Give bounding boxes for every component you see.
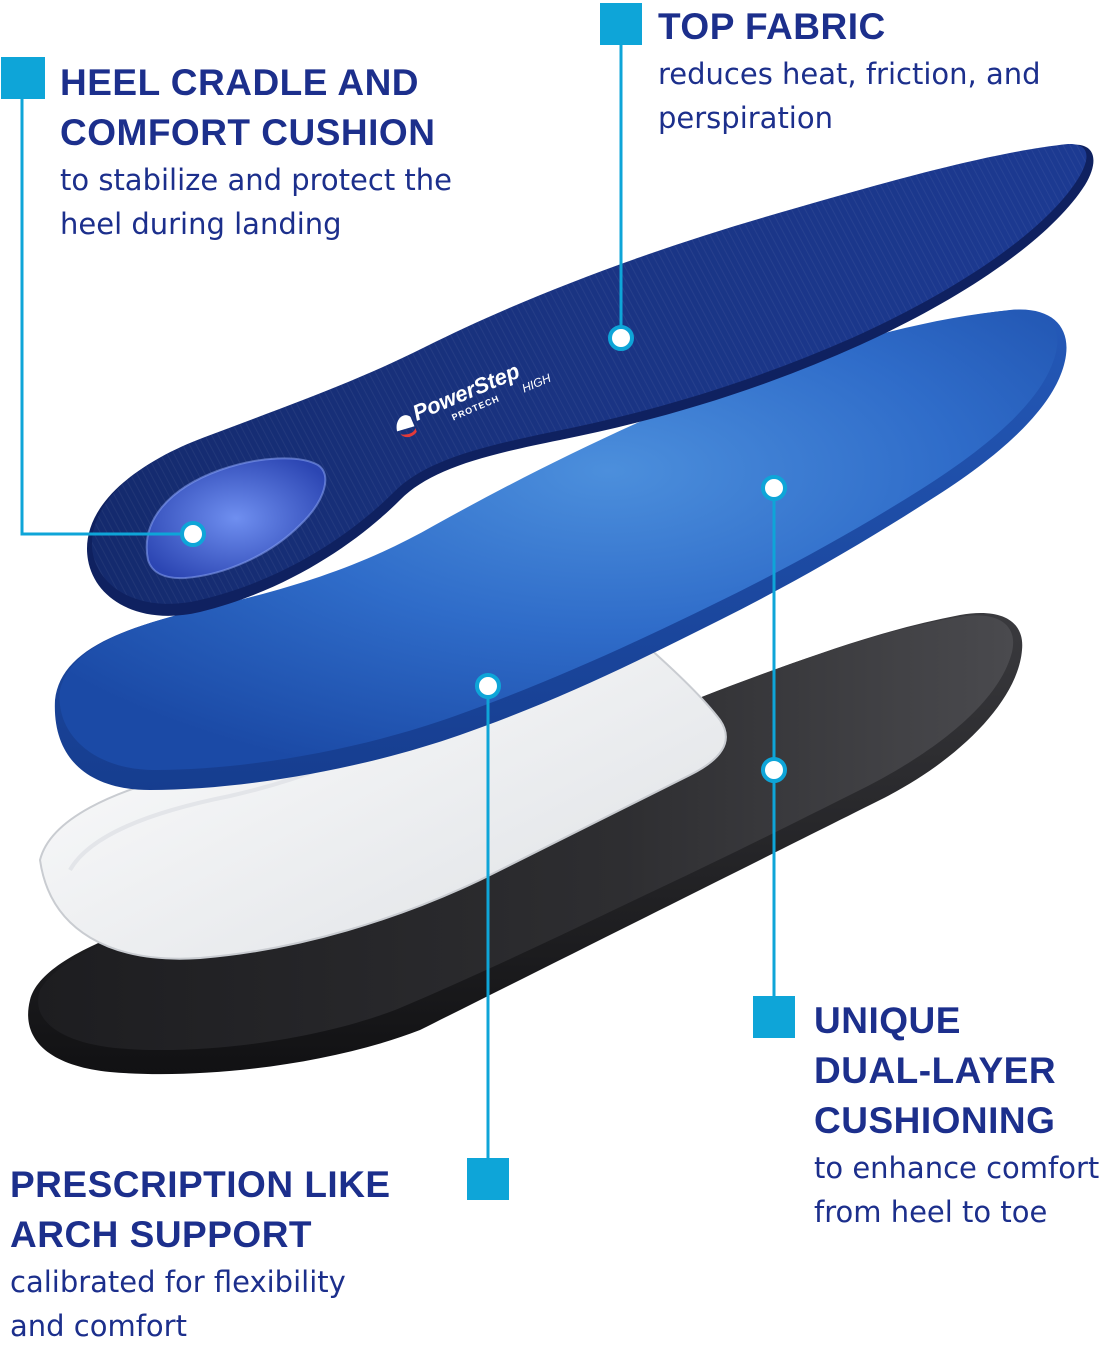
- heel-cradle-leader: [20, 72, 193, 536]
- top-fabric-weave: [91, 143, 1087, 604]
- leader-lines: [20, 28, 776, 1180]
- heel-cradle-square-marker: [1, 57, 45, 99]
- arch-support-title-line1: PRESCRIPTION LIKE: [10, 1164, 391, 1205]
- top-fabric-layer: [86, 143, 1094, 616]
- heel-cradle-title-line1: HEEL CRADLE AND: [60, 62, 420, 103]
- dual-layer-desc-line1: to enhance comfort: [814, 1151, 1100, 1185]
- arch-support-square-marker: [467, 1158, 509, 1200]
- heel-cradle-desc-line1: to stabilize and protect the: [60, 163, 452, 197]
- top-fabric-anchor-dot: [608, 325, 634, 351]
- heel-cradle-anchor-dot: [180, 521, 206, 547]
- heel-cradle-cushion: [145, 457, 327, 580]
- arch-support-anchor-dot: [475, 673, 501, 699]
- leader-anchors: [180, 325, 787, 783]
- dual-layer-title-line1: UNIQUE: [814, 1000, 961, 1041]
- brand-logo-swoosh: [396, 415, 415, 432]
- dual-layer-title-line2: DUAL-LAYER: [814, 1050, 1057, 1091]
- callout-dual-layer: UNIQUE DUAL-LAYER CUSHIONING to enhance …: [814, 996, 1099, 1234]
- cushion-layer: [54, 309, 1067, 790]
- dual-layer-desc-line2: from heel to toe: [814, 1195, 1048, 1229]
- brand-logo-swoosh-accent: [400, 428, 417, 438]
- callout-arch-support: PRESCRIPTION LIKE ARCH SUPPORT calibrate…: [10, 1160, 391, 1348]
- arch-support-desc-line1: calibrated for flexibility: [10, 1265, 346, 1299]
- callout-top-fabric: TOP FABRIC reduces heat, friction, and p…: [658, 2, 1041, 140]
- callout-heel-cradle: HEEL CRADLE AND COMFORT CUSHION to stabi…: [60, 58, 452, 246]
- arch-support-title-line2: ARCH SUPPORT: [10, 1214, 313, 1255]
- top-fabric-desc-line1: reduces heat, friction, and: [658, 57, 1041, 91]
- dual-layer-lower-anchor-dot: [761, 757, 787, 783]
- top-fabric-square-marker: [600, 3, 642, 45]
- dual-layer-upper-anchor-dot: [761, 475, 787, 501]
- dual-layer-square-marker: [753, 996, 795, 1038]
- dual-layer-title-line3: CUSHIONING: [814, 1100, 1056, 1141]
- heel-cradle-title-line2: COMFORT CUSHION: [60, 112, 436, 153]
- heel-cradle-desc-line2: heel during landing: [60, 207, 342, 241]
- top-fabric-desc-line2: perspiration: [658, 101, 833, 135]
- square-markers: [1, 3, 795, 1200]
- top-fabric-title: TOP FABRIC: [658, 6, 886, 47]
- cushion-layer-top: [59, 309, 1058, 770]
- arch-support-desc-line2: and comfort: [10, 1309, 187, 1343]
